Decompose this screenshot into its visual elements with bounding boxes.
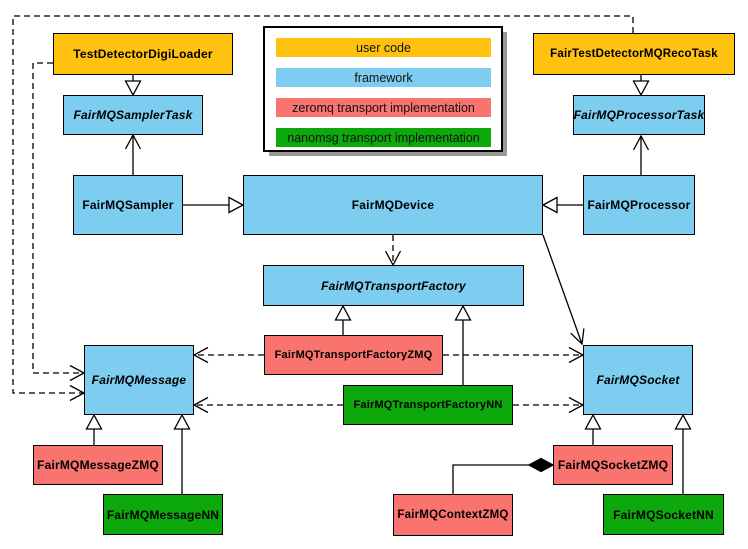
node-fairmq-processor: FairMQProcessor xyxy=(583,175,695,235)
node-fairmq-context-zmq: FairMQContextZMQ xyxy=(393,494,513,536)
legend-item-nanomsg: nanomsg transport implementation xyxy=(276,128,491,147)
node-fairmq-processor-task: FairMQProcessorTask xyxy=(573,95,705,135)
association-processor-processortask xyxy=(634,136,649,175)
node-fairmq-transport-factory-zmq: FairMQTransportFactoryZMQ xyxy=(264,335,443,375)
dependency-factorynn-message xyxy=(194,398,343,413)
association-device-socket xyxy=(543,235,584,344)
legend-item-user-code: user code xyxy=(276,38,491,57)
association-sampler-samplertask xyxy=(126,135,141,175)
node-fairmq-sampler: FairMQSampler xyxy=(73,175,183,235)
node-fairmq-sampler-task: FairMQSamplerTask xyxy=(63,95,203,135)
legend-item-framework: framework xyxy=(276,68,491,87)
node-fairmq-socket-nn: FairMQSocketNN xyxy=(603,494,724,535)
dependency-device-transportfactory xyxy=(386,235,401,265)
legend: user code framework zeromq transport imp… xyxy=(263,26,503,152)
inheritance-socketzmq-socket xyxy=(586,415,601,445)
inheritance-messagenn-message xyxy=(175,415,190,494)
dependency-factoryzmq-message xyxy=(194,348,264,363)
node-fairmq-transport-factory: FairMQTransportFactory xyxy=(263,265,524,306)
inheritance-socketnn-socket xyxy=(676,415,691,494)
inheritance-sampler-device xyxy=(183,198,243,213)
node-fair-test-detector-mq-reco-task: FairTestDetectorMQRecoTask xyxy=(533,33,735,75)
inheritance-factoryzmq-factory xyxy=(336,306,351,335)
dependency-factorynn-socket xyxy=(513,398,583,413)
node-fairmq-device: FairMQDevice xyxy=(243,175,543,235)
dependency-factoryzmq-socket xyxy=(443,348,583,363)
node-fairmq-message-nn: FairMQMessageNN xyxy=(103,494,223,535)
inheritance-processor-device xyxy=(543,198,583,213)
inheritance-recotask-processortask xyxy=(634,75,649,95)
node-fairmq-message: FairMQMessage xyxy=(84,345,194,415)
inheritance-factorynn-factory xyxy=(456,306,471,385)
node-fairmq-transport-factory-nn: FairMQTransportFactoryNN xyxy=(343,385,513,425)
inheritance-messagezmq-message xyxy=(87,415,102,445)
legend-item-zeromq: zeromq transport implementation xyxy=(276,98,491,117)
node-test-detector-digi-loader: TestDetectorDigiLoader xyxy=(53,33,233,75)
node-fairmq-socket-zmq: FairMQSocketZMQ xyxy=(553,445,673,485)
inheritance-digiloader-samplertask xyxy=(126,75,141,95)
node-fairmq-socket: FairMQSocket xyxy=(583,345,693,415)
composition-contextzmq-socketzmq xyxy=(453,459,553,495)
node-fairmq-message-zmq: FairMQMessageZMQ xyxy=(33,445,163,485)
